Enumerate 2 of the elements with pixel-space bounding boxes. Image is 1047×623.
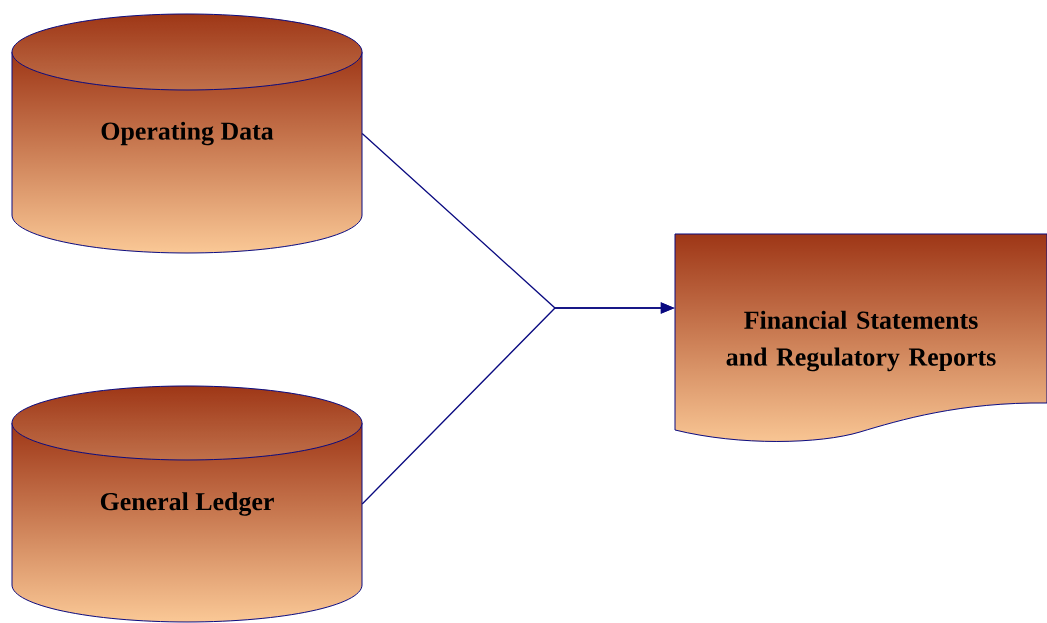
database-cylinder: Operating Data (11, 13, 363, 254)
database-cylinder: General Ledger (11, 385, 363, 623)
